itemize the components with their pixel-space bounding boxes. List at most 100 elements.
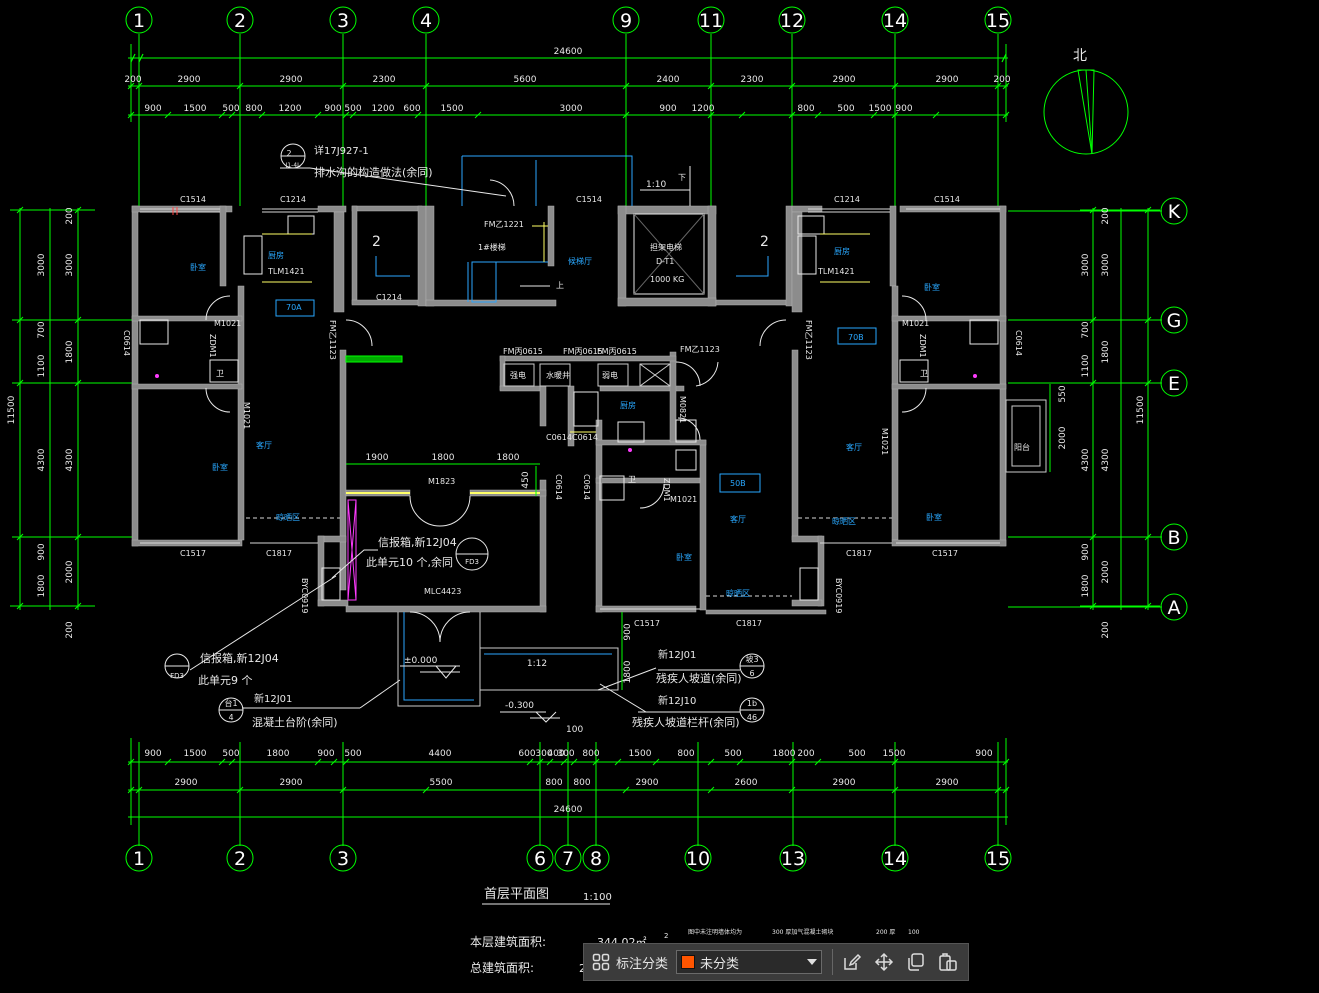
door-label: FM乙1123 xyxy=(804,320,813,360)
room-label: 卧室 xyxy=(190,262,206,272)
axis-label: 6 xyxy=(534,848,546,870)
dim-tick xyxy=(614,758,622,766)
label-dims-bottom_row1-7: 2900 xyxy=(833,778,856,788)
axis-circle xyxy=(554,844,582,872)
room-label: 弱电 xyxy=(602,370,618,380)
label-dims-top_total: 24600 xyxy=(554,47,583,57)
window-label: C1817 xyxy=(266,549,292,558)
dim-tick xyxy=(891,111,899,119)
dim-tick xyxy=(342,758,350,766)
window-label: C1514 xyxy=(576,195,602,204)
dim-tick xyxy=(218,758,226,766)
note-text: 1b xyxy=(747,699,757,708)
dim-tick xyxy=(1002,758,1010,766)
label-dims-top_row2-0: 900 xyxy=(144,104,161,114)
axis-circle xyxy=(582,844,610,872)
room-label: D-T1 xyxy=(656,257,674,266)
label-dims-top_row1-2: 2900 xyxy=(280,75,303,85)
room-label: 50B xyxy=(730,479,746,488)
door-label: ZDM1 xyxy=(918,334,927,358)
note-text: 台1 xyxy=(224,698,237,708)
axis-bubble-10: 10 xyxy=(684,844,712,872)
label-dims-bottom_row1-5: 2900 xyxy=(636,778,659,788)
dim-tick xyxy=(788,786,796,794)
label-dims-ramp_slope: 1:12 xyxy=(527,659,547,669)
dim-tick xyxy=(1089,379,1097,387)
label-dims-bottom_row2-3: 1800 xyxy=(267,749,290,759)
unit-type-box xyxy=(837,327,877,345)
grid-icon[interactable] xyxy=(590,951,612,973)
label-dims-top_row2-9: 1500 xyxy=(441,104,464,114)
note-text: FD3 xyxy=(170,672,184,680)
dim-tick xyxy=(546,758,554,766)
note-text: 2 xyxy=(286,149,291,158)
axis-circle xyxy=(412,6,440,34)
label-dims-bottom_row2-12: 1500 xyxy=(629,749,652,759)
window-label: C1817 xyxy=(736,619,762,628)
label-dims-top_row1-7: 2900 xyxy=(833,75,856,85)
label-dims-bottom_row2-7: 600 xyxy=(518,749,535,759)
note-text: 排水沟的构造做法(余同) xyxy=(314,165,433,179)
move-icon[interactable] xyxy=(873,951,895,973)
axis-circle xyxy=(697,6,725,34)
note-text: 信报箱,新12J04 xyxy=(200,651,279,665)
label-dims-right_inner-3: 4300 xyxy=(1081,448,1091,471)
paste-icon[interactable] xyxy=(937,951,959,973)
dim-tick xyxy=(218,111,226,119)
drawing-title: 首层平面图 xyxy=(484,887,549,902)
axis-circle xyxy=(329,6,357,34)
dim-tick xyxy=(1144,379,1152,387)
annotation-category-select[interactable]: 未分类 xyxy=(676,950,823,974)
label-dims-bottom_row2-13: 800 xyxy=(677,749,694,759)
dim-tick xyxy=(707,111,715,119)
axis-label: E xyxy=(1168,373,1180,395)
edit-icon[interactable] xyxy=(841,951,863,973)
dim-tick xyxy=(1144,316,1152,324)
axis-circle xyxy=(1160,593,1188,621)
axis-circle xyxy=(226,6,254,34)
unit-type-box xyxy=(719,473,761,493)
label-dims-entry-1: 1800 xyxy=(432,453,455,463)
area-superscript: 2 xyxy=(664,932,668,940)
room-label: 卧室 xyxy=(926,512,942,522)
note-text: J1-4L xyxy=(285,162,302,169)
door-label: FM乙1221 xyxy=(484,220,524,229)
dim-tick xyxy=(592,758,600,766)
axis-label: 4 xyxy=(420,10,432,32)
axis-label: 2 xyxy=(234,10,246,32)
label-dims-bottom_row1-3: 800 xyxy=(545,778,562,788)
axis-circle xyxy=(684,844,712,872)
room-label: 70A xyxy=(286,303,302,312)
note-text: 6 xyxy=(749,669,754,678)
copy-icon[interactable] xyxy=(905,951,927,973)
label-dims-balcony_right-1: 2000 xyxy=(1058,426,1068,449)
note-text: 信报箱,新12J04 xyxy=(378,535,457,549)
door-label: M0821 xyxy=(678,396,687,423)
axis-circle xyxy=(779,844,807,872)
axis-bubble-A: A xyxy=(1160,593,1188,621)
dim-tick xyxy=(339,786,347,794)
axis-label: 3 xyxy=(337,10,349,32)
room-label: 晾晒区 xyxy=(832,516,856,526)
room-label: 强电 xyxy=(510,370,526,380)
dim-tick xyxy=(236,786,244,794)
axis-bubble-6: 6 xyxy=(526,844,554,872)
label-dims-bottom_row2-6: 4400 xyxy=(429,749,452,759)
label-dims-bottom_row1-2: 5500 xyxy=(430,778,453,788)
legend-text: 100 xyxy=(908,929,920,936)
dim-tick xyxy=(16,206,24,214)
dim-tick xyxy=(622,111,630,119)
dim-tick xyxy=(16,316,24,324)
room-label: 卧室 xyxy=(924,282,940,292)
dim-tick xyxy=(414,111,422,119)
dim-tick xyxy=(788,758,796,766)
axis-bubble-13: 13 xyxy=(779,844,807,872)
dim-tick xyxy=(1144,533,1152,541)
dim-tick xyxy=(127,786,135,794)
dim-tick xyxy=(994,82,1002,90)
label-dims-left_inner-0: 3000 xyxy=(37,253,47,276)
label-dims-right_outer-4: 2000 xyxy=(1101,560,1111,583)
label-dims-top_row1-0: 200 xyxy=(124,75,141,85)
axis-label: 2 xyxy=(234,848,246,870)
